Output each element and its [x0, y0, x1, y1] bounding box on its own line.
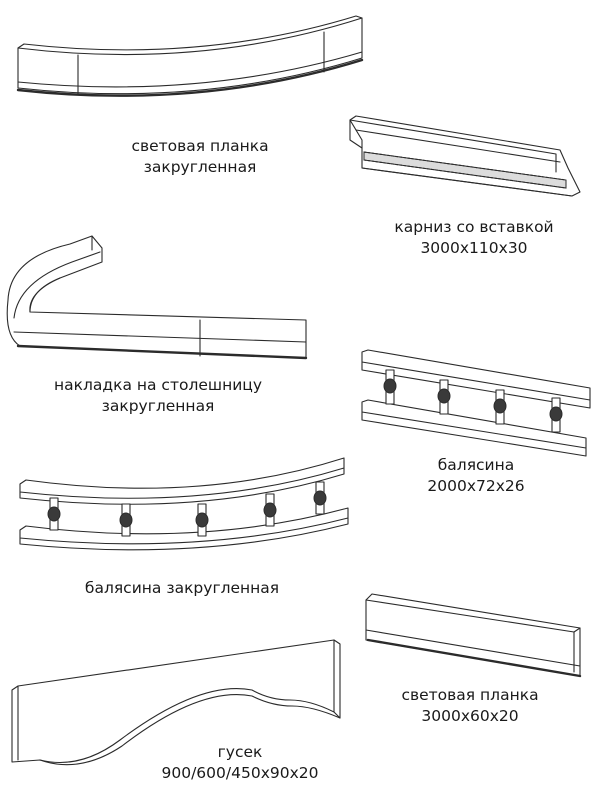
caption-rounded-worktop-overlay: накладка на столешницу закругленная	[54, 375, 262, 417]
caption-line: карниз со вставкой	[394, 218, 554, 236]
caption-line: 900/600/450x90x20	[161, 764, 319, 782]
caption-cornice-with-insert: карниз со вставкой 3000x110x30	[394, 217, 553, 259]
caption-line: гусек	[217, 743, 263, 761]
rounded-light-strip-drawing	[16, 15, 364, 97]
baluster-post	[119, 503, 133, 537]
caption-line: накладка на столешницу	[53, 376, 263, 394]
rounded-baluster-drawing	[19, 457, 349, 551]
cornice-with-insert-drawing	[349, 115, 581, 197]
caption-line: балясина	[437, 456, 515, 474]
caption-line: 2000x72x26	[427, 477, 525, 495]
caption-line: световая планка	[131, 137, 269, 155]
caption-line: закругленная	[101, 397, 215, 415]
baluster-post	[549, 397, 563, 433]
baluster-post	[383, 369, 397, 405]
baluster-post	[47, 497, 61, 531]
caption-line: 3000x60x20	[421, 707, 519, 725]
rounded-worktop-overlay-drawing	[6, 235, 308, 360]
baluster-post	[195, 503, 209, 537]
caption-line: 3000x110x30	[420, 239, 528, 257]
light-strip-straight-drawing	[365, 593, 582, 678]
baluster-post	[313, 481, 327, 515]
caption-baluster: балясина 2000x72x26	[427, 455, 524, 497]
caption-line: световая планка	[401, 686, 539, 704]
baluster-post	[263, 493, 277, 527]
caption-rounded-light-strip: световая планка закругленная	[131, 136, 268, 178]
caption-gusek: гусек 900/600/450x90x20	[162, 742, 319, 784]
caption-rounded-baluster: балясина закругленная	[85, 578, 279, 599]
caption-light-strip: световая планка 3000x60x20	[401, 685, 538, 727]
baluster-straight-drawing	[361, 349, 591, 457]
baluster-post	[493, 389, 507, 425]
caption-line: балясина закругленная	[84, 579, 280, 597]
caption-line: закругленная	[143, 158, 257, 176]
gusek-drawing	[11, 639, 341, 766]
baluster-post	[437, 379, 451, 415]
